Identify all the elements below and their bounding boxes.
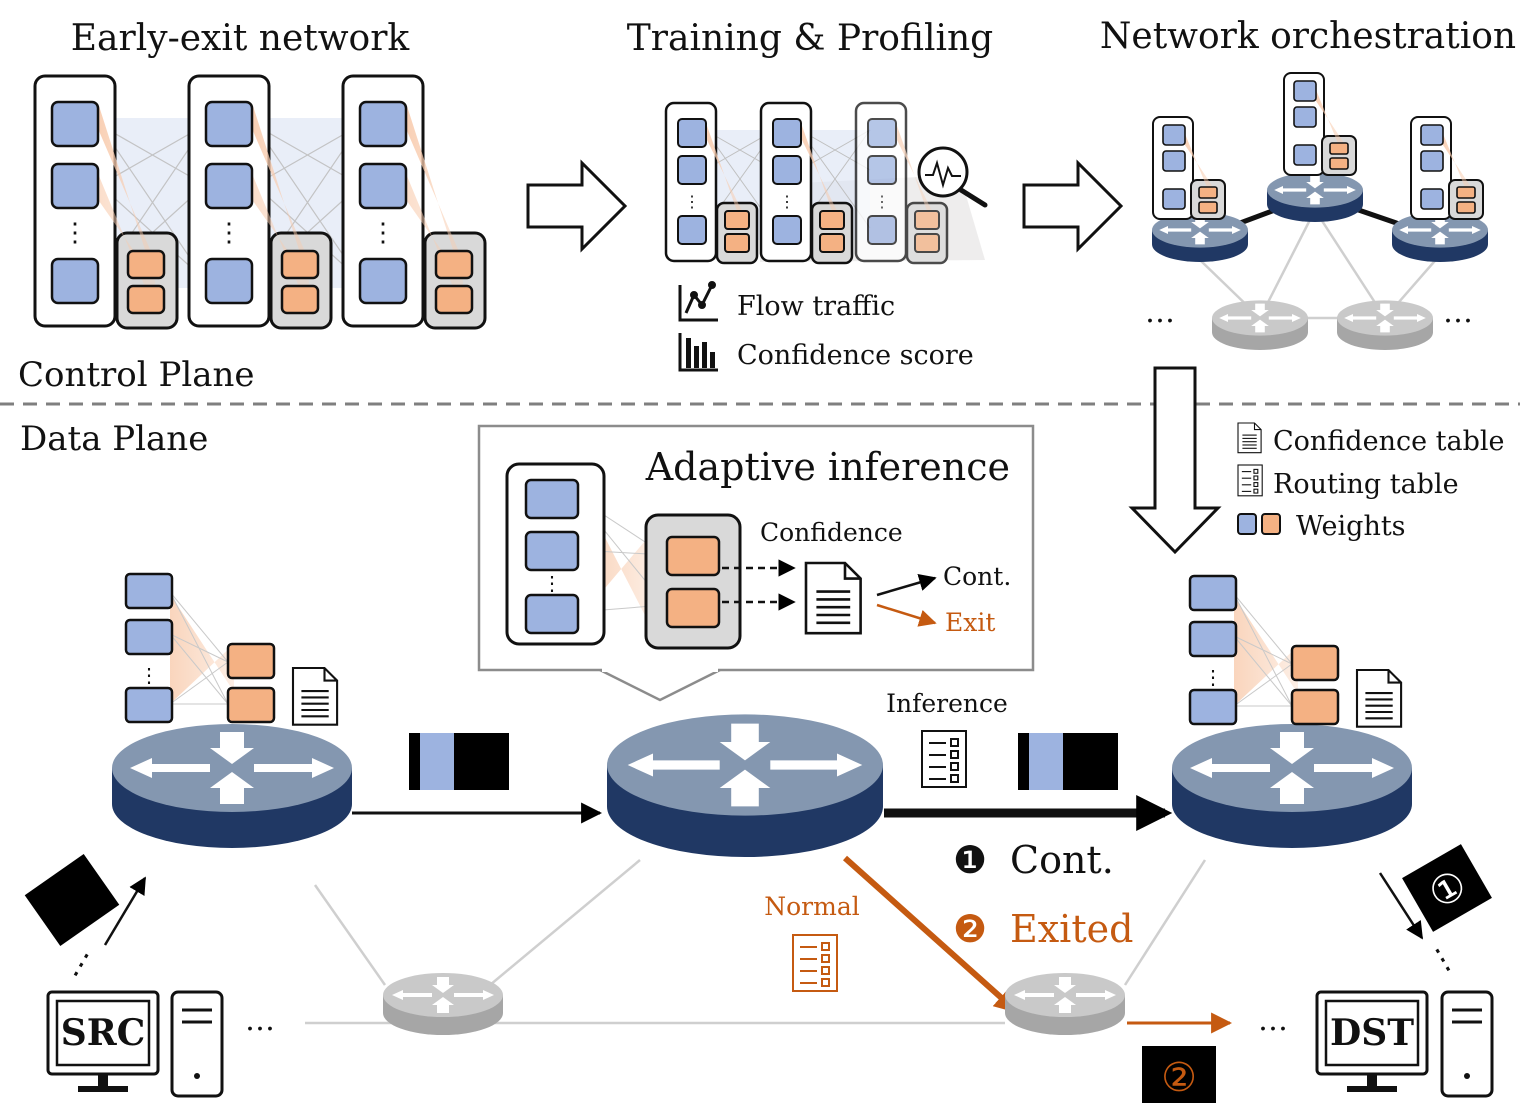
link-src-up bbox=[103, 876, 147, 946]
exit-decision-label: Exit bbox=[945, 608, 995, 637]
arrow-icon bbox=[1022, 159, 1124, 253]
orchestration-topology: … … bbox=[1145, 72, 1488, 350]
server-icon bbox=[1440, 990, 1494, 1098]
chart-line-icon bbox=[678, 281, 718, 322]
adaptive-inference-callout: Adaptive inference ⋮ Confidence Cont. Ex… bbox=[477, 424, 1035, 702]
early-exit-network bbox=[33, 74, 487, 330]
exited-path-label: Exited bbox=[1010, 907, 1133, 951]
adaptive-inference-title: Adaptive inference bbox=[645, 445, 1010, 489]
magnifier-icon bbox=[917, 146, 988, 208]
exited-marker: ❷ bbox=[953, 907, 987, 951]
legend-weights: Weights bbox=[1296, 511, 1406, 542]
bar-chart-icon bbox=[678, 333, 718, 372]
svg-text:⋮: ⋮ bbox=[542, 571, 562, 595]
document-icon bbox=[1355, 668, 1403, 728]
link-right-grey bbox=[1123, 859, 1207, 986]
control-plane-label: Control Plane bbox=[18, 355, 255, 395]
router-icon bbox=[1172, 724, 1412, 848]
training-network bbox=[664, 101, 988, 265]
dst-host-label: DST bbox=[1330, 1012, 1414, 1054]
packet-marker-2: ② bbox=[1142, 1046, 1216, 1103]
cont-marker: ❶ bbox=[953, 838, 987, 882]
ellipsis-vertical: ⋮ bbox=[60, 942, 103, 987]
inference-label: Inference bbox=[886, 689, 1008, 718]
legend-flow-traffic: Flow traffic bbox=[737, 291, 895, 322]
svg-text:②: ② bbox=[1161, 1055, 1197, 1101]
deployed-model-left bbox=[124, 572, 276, 724]
link-dst-down bbox=[1378, 872, 1424, 940]
cont-path-label: Cont. bbox=[1010, 838, 1114, 882]
packet-in-flight bbox=[409, 733, 509, 790]
header-orchestration: Network orchestration bbox=[1100, 16, 1516, 57]
routing-table-icon bbox=[921, 730, 967, 788]
confidence-label: Confidence bbox=[760, 518, 903, 547]
legend-routing-table: Routing table bbox=[1273, 469, 1459, 500]
router-icon bbox=[383, 973, 503, 1035]
router-icon bbox=[112, 724, 352, 848]
routing-table-icon bbox=[1237, 464, 1263, 497]
early-exit-block bbox=[341, 74, 487, 330]
ellipsis-vertical: ⋮ bbox=[1421, 937, 1464, 982]
ellipsis: … bbox=[245, 1003, 275, 1038]
normal-label: Normal bbox=[764, 892, 859, 921]
packet-marker-1: ① bbox=[1402, 844, 1492, 932]
link-left-grey bbox=[313, 884, 387, 986]
document-icon bbox=[804, 561, 862, 635]
link-exited-path bbox=[843, 855, 1019, 1014]
packet-cont bbox=[1018, 733, 1118, 790]
ellipsis: … bbox=[1443, 295, 1473, 330]
legend-confidence-table: Confidence table bbox=[1273, 426, 1505, 457]
cont-decision-label: Cont. bbox=[943, 562, 1011, 591]
server-icon bbox=[170, 990, 224, 1098]
document-icon bbox=[291, 666, 339, 726]
weights-blue-swatch bbox=[1237, 513, 1257, 535]
routing-table-icon bbox=[792, 934, 838, 992]
arrow-icon bbox=[526, 159, 628, 253]
ellipsis: … bbox=[1258, 1003, 1288, 1038]
ellipsis: … bbox=[1145, 295, 1175, 330]
router-icon bbox=[607, 714, 883, 857]
weights-orange-swatch bbox=[1261, 513, 1281, 535]
document-icon bbox=[1237, 422, 1262, 454]
arrow-icon bbox=[1128, 366, 1222, 555]
legend-confidence-score: Confidence score bbox=[737, 340, 974, 371]
data-plane-label: Data Plane bbox=[20, 419, 208, 459]
header-training: Training & Profiling bbox=[627, 18, 993, 59]
packet-src bbox=[24, 853, 120, 947]
deployed-model-right bbox=[1188, 574, 1340, 726]
header-early-exit: Early-exit network bbox=[71, 18, 411, 59]
link-center-grey bbox=[489, 859, 641, 986]
src-host-label: SRC bbox=[61, 1012, 146, 1054]
router-icon bbox=[1005, 973, 1125, 1035]
